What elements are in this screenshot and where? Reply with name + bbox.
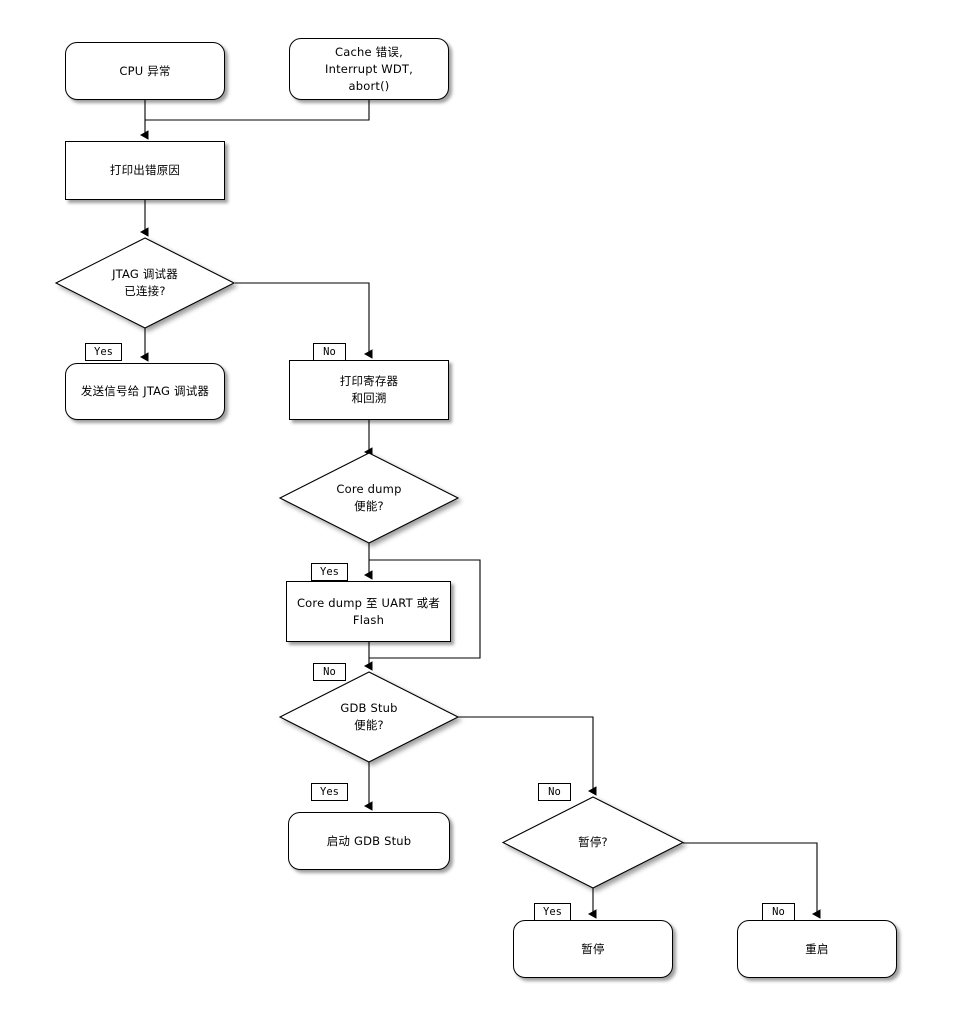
node-print-reason[interactable]: 打印出错原因: [65, 141, 225, 200]
edge-label-coredump-yes: Yes: [311, 563, 348, 581]
node-send-signal-jtag[interactable]: 发送信号给 JTAG 调试器: [65, 363, 225, 420]
node-cache-error-label: Cache 错误, Interrupt WDT, abort(): [325, 44, 413, 93]
edge-label-jtag-no: No: [313, 343, 346, 361]
node-core-dump-enabled-label: Core dump 便能?: [336, 482, 402, 513]
node-gdb-stub-enabled[interactable]: GDB Stub 便能?: [278, 671, 460, 763]
node-halt-question[interactable]: 暂停?: [501, 796, 685, 889]
node-cpu-exception-label: CPU 异常: [119, 63, 171, 78]
node-cache-error[interactable]: Cache 错误, Interrupt WDT, abort(): [289, 38, 449, 100]
edge-label-coredump-no: No: [313, 663, 346, 681]
node-print-reason-label: 打印出错原因: [109, 163, 181, 177]
edge-label-halt-yes: Yes: [534, 903, 571, 921]
node-halt[interactable]: 暂停: [513, 920, 673, 978]
node-core-dump-to-label: Core dump 至 UART 或者 Flash: [296, 595, 441, 627]
node-jtag-connected-label: JTAG 调试器 已连接?: [112, 267, 178, 298]
node-halt-label: 暂停: [581, 941, 605, 956]
edge-halt-no: [683, 842, 821, 919]
node-jtag-connected[interactable]: JTAG 调试器 已连接?: [54, 237, 236, 329]
node-send-signal-jtag-label: 发送信号给 JTAG 调试器: [80, 384, 210, 398]
node-halt-question-label: 暂停?: [578, 835, 608, 849]
edge-label-gdbstub-no: No: [538, 783, 571, 801]
node-gdb-stub-enabled-label: GDB Stub 便能?: [340, 701, 398, 732]
edge-gdbstub-no: [457, 716, 597, 796]
node-reboot-label: 重启: [805, 941, 829, 956]
node-reboot[interactable]: 重启: [737, 920, 897, 978]
edge-cache-to-bus: [145, 100, 370, 121]
node-core-dump-to[interactable]: Core dump 至 UART 或者 Flash: [286, 581, 451, 642]
node-cpu-exception[interactable]: CPU 异常: [65, 42, 225, 100]
node-print-registers[interactable]: 打印寄存器 和回溯: [289, 360, 449, 420]
node-core-dump-enabled[interactable]: Core dump 便能?: [278, 452, 460, 544]
node-start-gdb-stub[interactable]: 启动 GDB Stub: [288, 812, 450, 870]
node-print-registers-label: 打印寄存器 和回溯: [339, 374, 399, 405]
node-start-gdb-stub-label: 启动 GDB Stub: [326, 833, 412, 848]
edge-label-jtag-yes: Yes: [85, 343, 122, 361]
edge-jtag-no: [235, 282, 373, 359]
edge-label-halt-no: No: [762, 903, 795, 921]
edge-label-gdbstub-yes: Yes: [311, 783, 348, 801]
